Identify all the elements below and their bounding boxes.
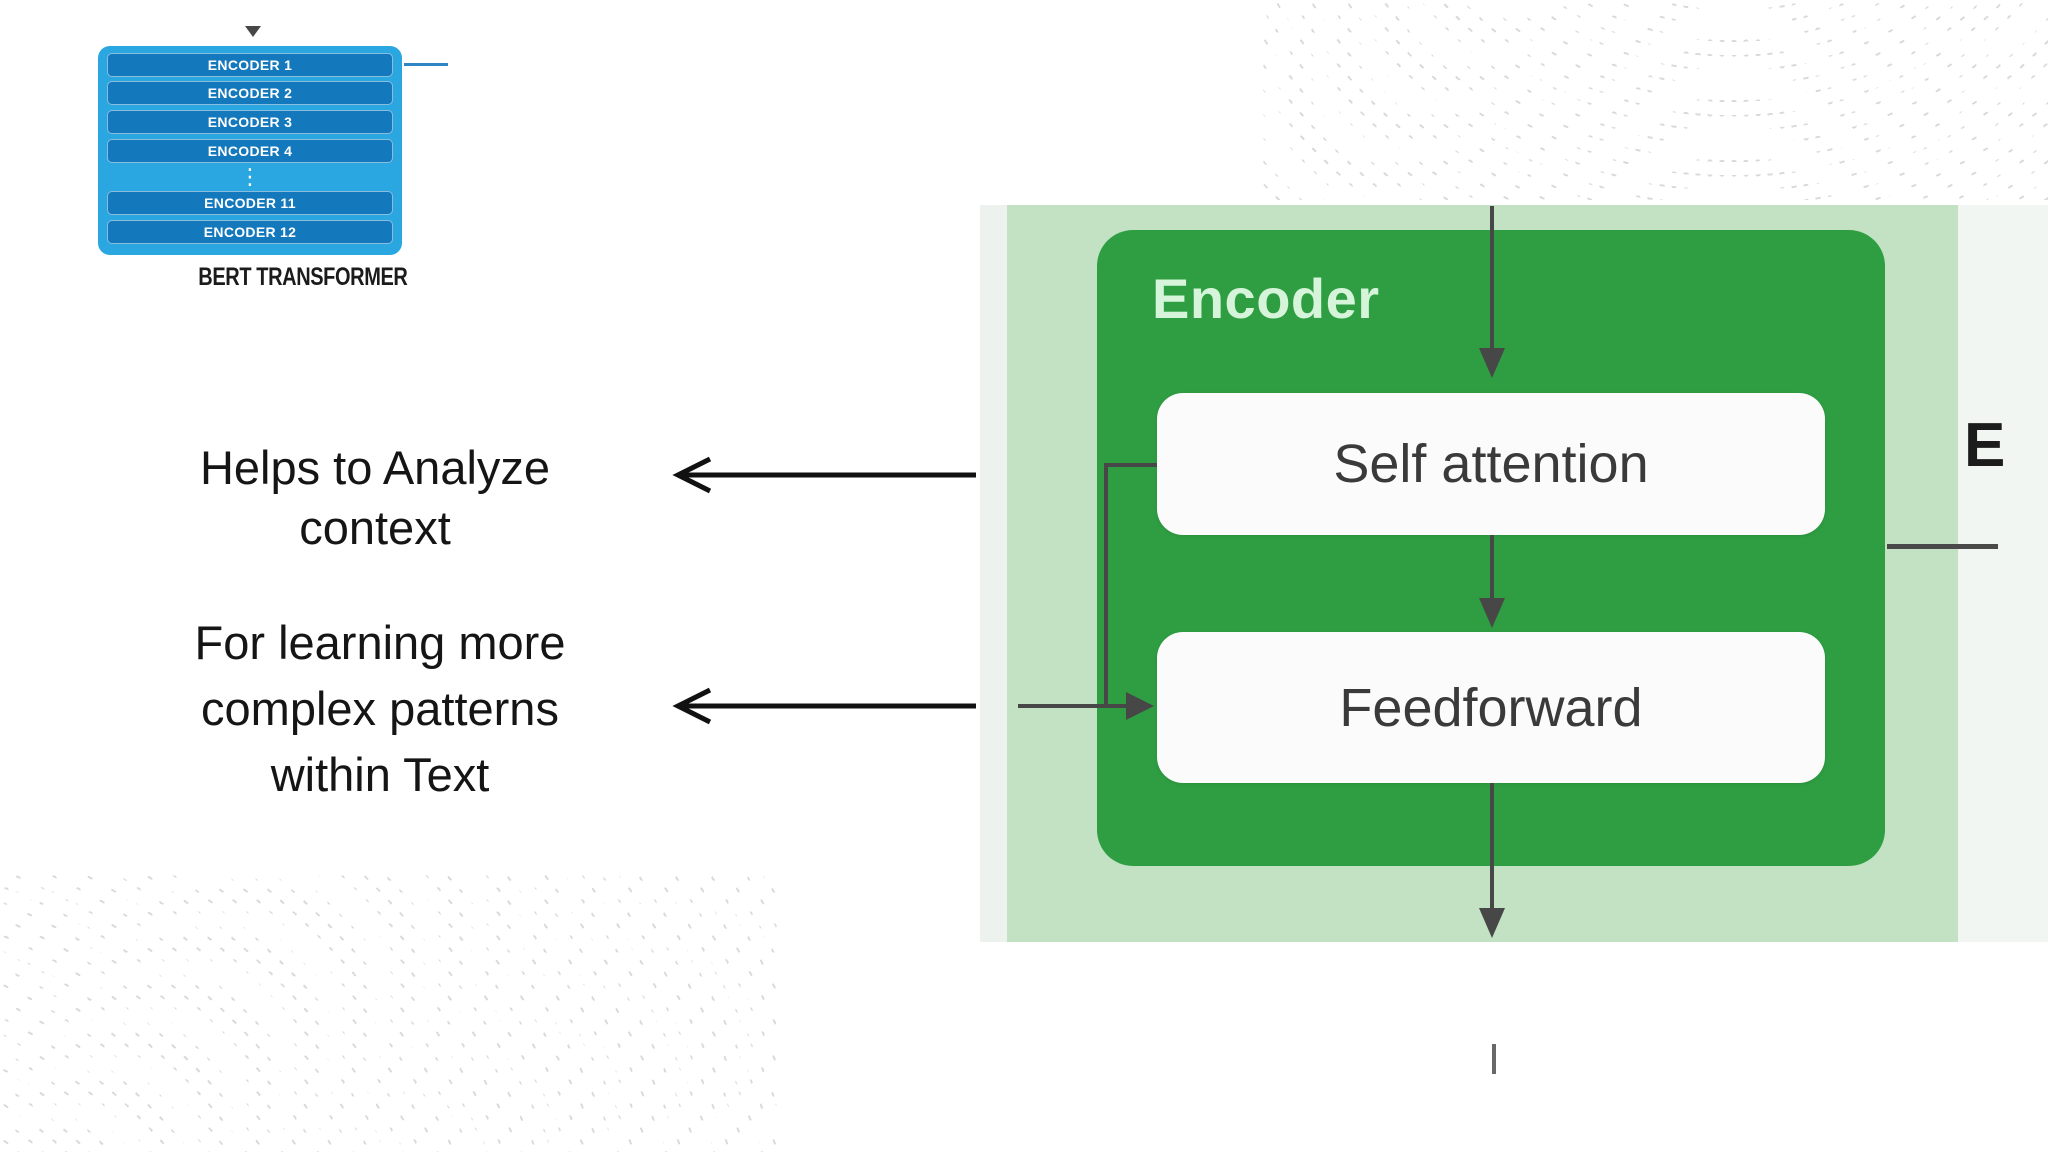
flow-line-top (1490, 206, 1494, 348)
feedforward-label: Feedforward (1339, 677, 1643, 738)
self-attention-label: Self attention (1333, 434, 1649, 494)
note-complex-patterns: For learning more complex patterns withi… (95, 610, 665, 808)
encoder-layer-12: ENCODER 12 (107, 220, 393, 244)
left-arrow-to-note2 (672, 687, 976, 725)
encoder-layer-11: ENCODER 11 (107, 191, 393, 215)
encoder-layer-label: ENCODER 11 (204, 195, 296, 211)
feedforward-input-arrowhead (1126, 692, 1154, 720)
encoder-layer-label: ENCODER 4 (207, 143, 293, 159)
encoder-layer-label: ENCODER 2 (207, 85, 293, 101)
encoder-layer-2: ENCODER 2 (107, 81, 393, 105)
cursor-bar (1492, 1044, 1496, 1074)
note-line: For learning more (194, 616, 566, 669)
encoder-layer-label: ENCODER 1 (207, 57, 293, 73)
encoder-layer-label: ENCODER 3 (207, 114, 293, 130)
residual-stub-line (1104, 463, 1157, 467)
figure-right-margin (1958, 205, 2048, 942)
note-line: Helps to Analyze (199, 441, 551, 494)
encoder-layer-label: ENCODER 12 (203, 224, 297, 240)
flow-line-middle (1490, 535, 1494, 598)
note-line: complex patterns (201, 682, 559, 735)
ellipsis-icon: ⋮ (107, 165, 393, 191)
encoder-layer-1: ENCODER 1 (107, 53, 393, 77)
bert-stack-caption: BERT TRANSFORMER (197, 263, 408, 291)
encoder-layer-4: ENCODER 4 (107, 139, 393, 163)
flow-arrowhead-middle (1479, 598, 1505, 628)
flow-arrowhead-top (1479, 348, 1505, 378)
residual-vertical-line (1104, 463, 1108, 708)
bert-stack-connector-line (404, 63, 448, 66)
bert-input-triangle-icon (245, 26, 261, 37)
encoder-title: Encoder (1152, 267, 1380, 330)
note-analyze-context: Helps to Analyze context (95, 438, 655, 558)
right-connector-line (1887, 544, 1998, 549)
dotted-swirl-top-right (1260, 0, 2048, 200)
left-arrow-to-note1 (672, 456, 976, 494)
dotted-swirl-bottom-left (0, 872, 780, 1152)
flow-line-bottom (1490, 783, 1494, 908)
note-line: context (299, 501, 451, 554)
feedforward-block: Feedforward (1157, 632, 1825, 783)
flow-arrowhead-bottom (1479, 908, 1505, 938)
encoder-layer-3: ENCODER 3 (107, 110, 393, 134)
cropped-diagram-label: E (1964, 411, 2006, 480)
note-line: within Text (270, 748, 490, 801)
bert-encoder-stack: ENCODER 1 ENCODER 2 ENCODER 3 ENCODER 4 … (98, 46, 402, 255)
feedforward-input-line (1018, 704, 1130, 708)
figure-left-margin (980, 205, 1007, 942)
self-attention-block: Self attention (1157, 393, 1825, 535)
ellipsis-glyph: ⋮ (239, 165, 261, 190)
